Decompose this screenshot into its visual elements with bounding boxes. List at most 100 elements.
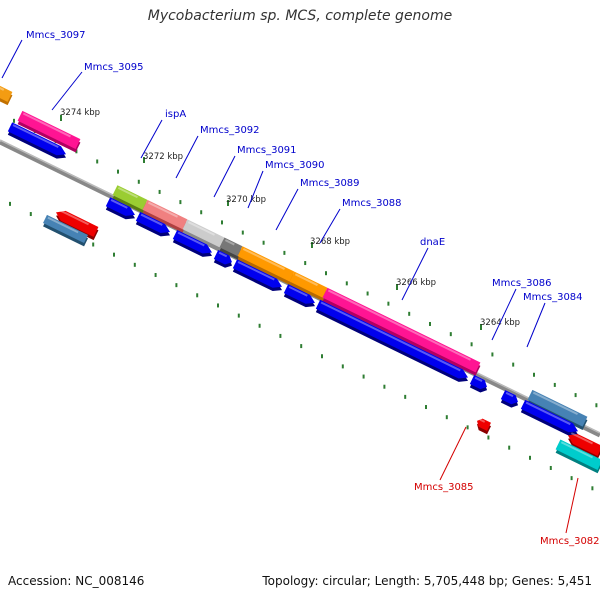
- accession-text: Accession: NC_008146: [8, 574, 145, 588]
- gene-mmcs-3089: [237, 246, 295, 285]
- kbp-label-3266: 3266 kbp: [396, 278, 436, 288]
- gene-label-dnae: dnaE: [420, 237, 445, 248]
- leader-mmcs-3082: [565, 477, 579, 534]
- cds-dnae: [315, 299, 469, 382]
- gene-mmcs-3082-highlight: [560, 441, 593, 459]
- gene-reverse-3-highlight: [570, 432, 593, 445]
- gene-label-mmcs-3088: Mmcs_3088: [342, 198, 402, 209]
- leader-mmcs-3097: [1, 39, 23, 79]
- gene-mmcs-3095-highlight: [22, 112, 71, 138]
- gene-label-mmcs-3091: Mmcs_3091: [237, 145, 297, 156]
- topology-text: Topology: circular; Length: 5,705,448 bp…: [262, 574, 592, 588]
- gene-mmcs-3092-body: [142, 199, 188, 230]
- cds-mmcs-3090: [213, 249, 233, 268]
- gene-reverse-2: [43, 214, 89, 247]
- gene-mmcs-3089-body: [237, 246, 295, 282]
- gene-mmcs-3092-highlight: [147, 201, 178, 218]
- cds-mmcs-3084-highlight: [525, 401, 571, 426]
- cds-mmcs-3089-highlight: [237, 261, 275, 281]
- leader-mmcs-3086: [491, 288, 517, 341]
- gene-reverse-1: [55, 209, 99, 241]
- gene-ispa-highlight: [117, 186, 138, 199]
- leader-mmcs-3084: [526, 302, 546, 348]
- cds-mmcs-3089: [232, 259, 283, 292]
- kbp-label-3272: 3272 kbp: [143, 152, 183, 162]
- cds-mmcs-3089b-highlight: [288, 285, 308, 297]
- cds-mmcs-3095-highlight: [12, 124, 59, 149]
- gene-mmcs-3089b: [289, 271, 328, 302]
- leader-mmcs-3091: [213, 155, 236, 198]
- leader-mmcs-3090: [247, 170, 264, 209]
- label-leader-lines: [1, 39, 579, 534]
- cds-ispa-highlight: [110, 199, 128, 209]
- gene-mmcs-3084-highlight: [532, 391, 578, 416]
- cds-mmcs-3086-body: [469, 375, 488, 390]
- cds-mmcs-3092-highlight: [140, 213, 163, 226]
- cds-mmcs-3086b: [500, 390, 519, 408]
- gene-label-mmcs-3090: Mmcs_3090: [265, 160, 325, 171]
- gene-mmcs-3090-body: [219, 237, 243, 257]
- cds-mmcs-3091-highlight: [177, 231, 205, 247]
- gene-mmcs-3085-highlight: [479, 418, 486, 423]
- cds-mmcs-3084: [520, 399, 579, 436]
- gene-mmcs-3095: [17, 110, 81, 153]
- cds-mmcs-3089b-body: [283, 284, 316, 304]
- cds-mmcs-3092: [135, 211, 171, 237]
- gene-mmcs-3084-body: [527, 389, 588, 427]
- cds-ispa: [105, 197, 136, 220]
- gene-label-mmcs-3092: Mmcs_3092: [200, 125, 260, 136]
- cds-mmcs-3086: [469, 375, 488, 393]
- cds-dnae-body: [315, 299, 468, 379]
- gene-mmcs-3082-body: [555, 439, 600, 470]
- cds-mmcs-3095: [7, 122, 67, 159]
- gene-label-mmcs-3084: Mmcs_3084: [523, 292, 583, 303]
- gene-dnae-body: [322, 287, 481, 373]
- leader-mmcs-3085: [439, 426, 467, 481]
- gene-labels: Mmcs_3097 Mmcs_3095 ispA Mmcs_3092 Mmcs_…: [26, 30, 600, 547]
- cds-mmcs-3089-body: [232, 259, 283, 288]
- gene-features: [0, 82, 600, 474]
- gene-mmcs-3091-highlight: [187, 221, 215, 236]
- gene-mmcs-3095-body: [17, 110, 81, 150]
- gene-reverse-1-highlight: [58, 209, 89, 226]
- cds-mmcs-3084-body: [520, 399, 579, 433]
- kbp-label-3270: 3270 kbp: [226, 195, 266, 205]
- gene-label-mmcs-3085: Mmcs_3085: [414, 482, 474, 493]
- kbp-label-3274: 3274 kbp: [60, 108, 100, 118]
- cds-mmcs-3089b: [283, 284, 316, 308]
- gene-label-mmcs-3086: Mmcs_3086: [492, 278, 552, 289]
- gene-dnae: [322, 287, 481, 376]
- gene-reverse-2-body: [43, 214, 88, 244]
- gene-label-mmcs-3097: Mmcs_3097: [26, 30, 86, 41]
- leader-ispa: [140, 119, 163, 159]
- gene-label-mmcs-3082: Mmcs_3082: [540, 536, 600, 547]
- gene-reverse-2-highlight: [47, 216, 79, 234]
- leader-mmcs-3095: [51, 71, 83, 111]
- gene-mmcs-3090: [219, 237, 243, 260]
- gene-mmcs-3085: [476, 418, 492, 435]
- cds-mmcs-3090-body: [213, 249, 233, 265]
- gene-mmcs-3097-body: [0, 82, 13, 102]
- map-title: Mycobacterium sp. MCS, complete genome: [147, 8, 453, 24]
- gene-mmcs-3097: [0, 82, 13, 106]
- gene-ispa: [112, 185, 148, 214]
- gene-label-mmcs-3095: Mmcs_3095: [84, 62, 144, 73]
- gene-dnae-highlight: [327, 289, 471, 361]
- cds-mmcs-3092-body: [135, 211, 171, 233]
- gene-reverse-3-body: [567, 433, 600, 456]
- leader-mmcs-3089: [275, 188, 299, 231]
- gene-label-ispa: ispA: [165, 109, 186, 120]
- gene-mmcs-3085-body: [476, 418, 491, 431]
- leader-mmcs-3092: [175, 135, 199, 179]
- cds-mmcs-3095-body: [7, 122, 67, 156]
- gene-mmcs-3091-body: [182, 219, 225, 248]
- leader-dnae: [401, 247, 429, 301]
- gene-mmcs-3089b-highlight: [294, 273, 318, 287]
- cds-dnae-highlight: [320, 301, 461, 372]
- cds-mmcs-3086b-highlight: [505, 391, 514, 398]
- gene-ispa-body: [112, 185, 148, 210]
- kbp-label-3268: 3268 kbp: [310, 237, 350, 247]
- gene-mmcs-3089b-body: [289, 271, 328, 298]
- leader-mmcs-3088: [319, 208, 341, 244]
